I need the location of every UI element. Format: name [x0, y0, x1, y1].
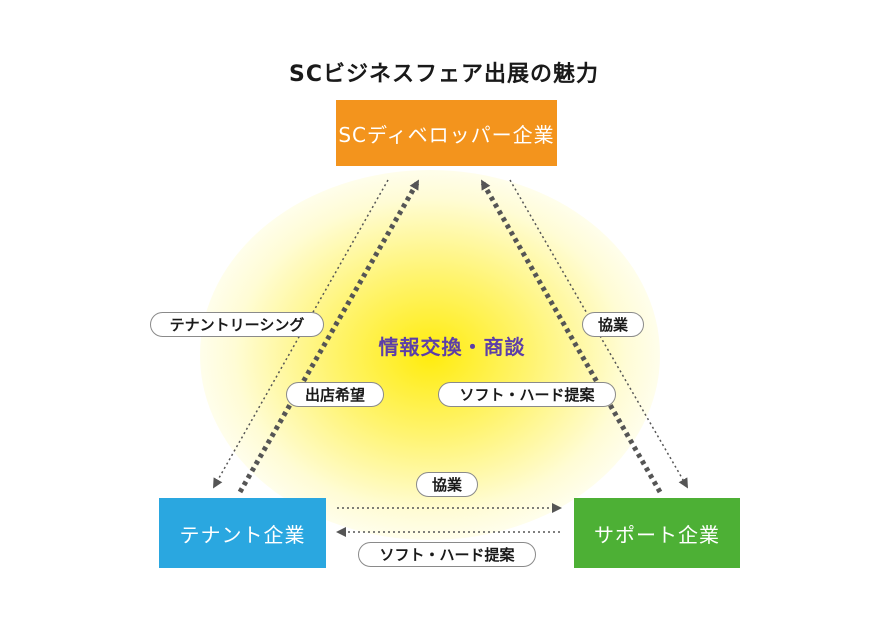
label-cooperation-right: 協業 — [582, 312, 644, 337]
center-label: 情報交換・商談 — [378, 335, 526, 359]
label-store-wish: 出店希望 — [286, 382, 384, 407]
arrow-tenant-to-developer — [237, 179, 420, 494]
label-cooperation-bottom: 協業 — [416, 472, 478, 497]
arrow-support-to-developer — [480, 179, 663, 494]
label-tenant-leasing: テナントリーシング — [150, 312, 324, 337]
label-soft-hard-right: ソフト・ハード提案 — [438, 382, 616, 407]
label-soft-hard-bottom: ソフト・ハード提案 — [358, 542, 536, 567]
support-node: サポート企業 — [574, 498, 740, 568]
developer-node: SCディベロッパー企業 — [336, 100, 557, 166]
page-title: SCビジネスフェア出展の魅力 — [289, 62, 599, 87]
tenant-node: テナント企業 — [159, 498, 326, 568]
